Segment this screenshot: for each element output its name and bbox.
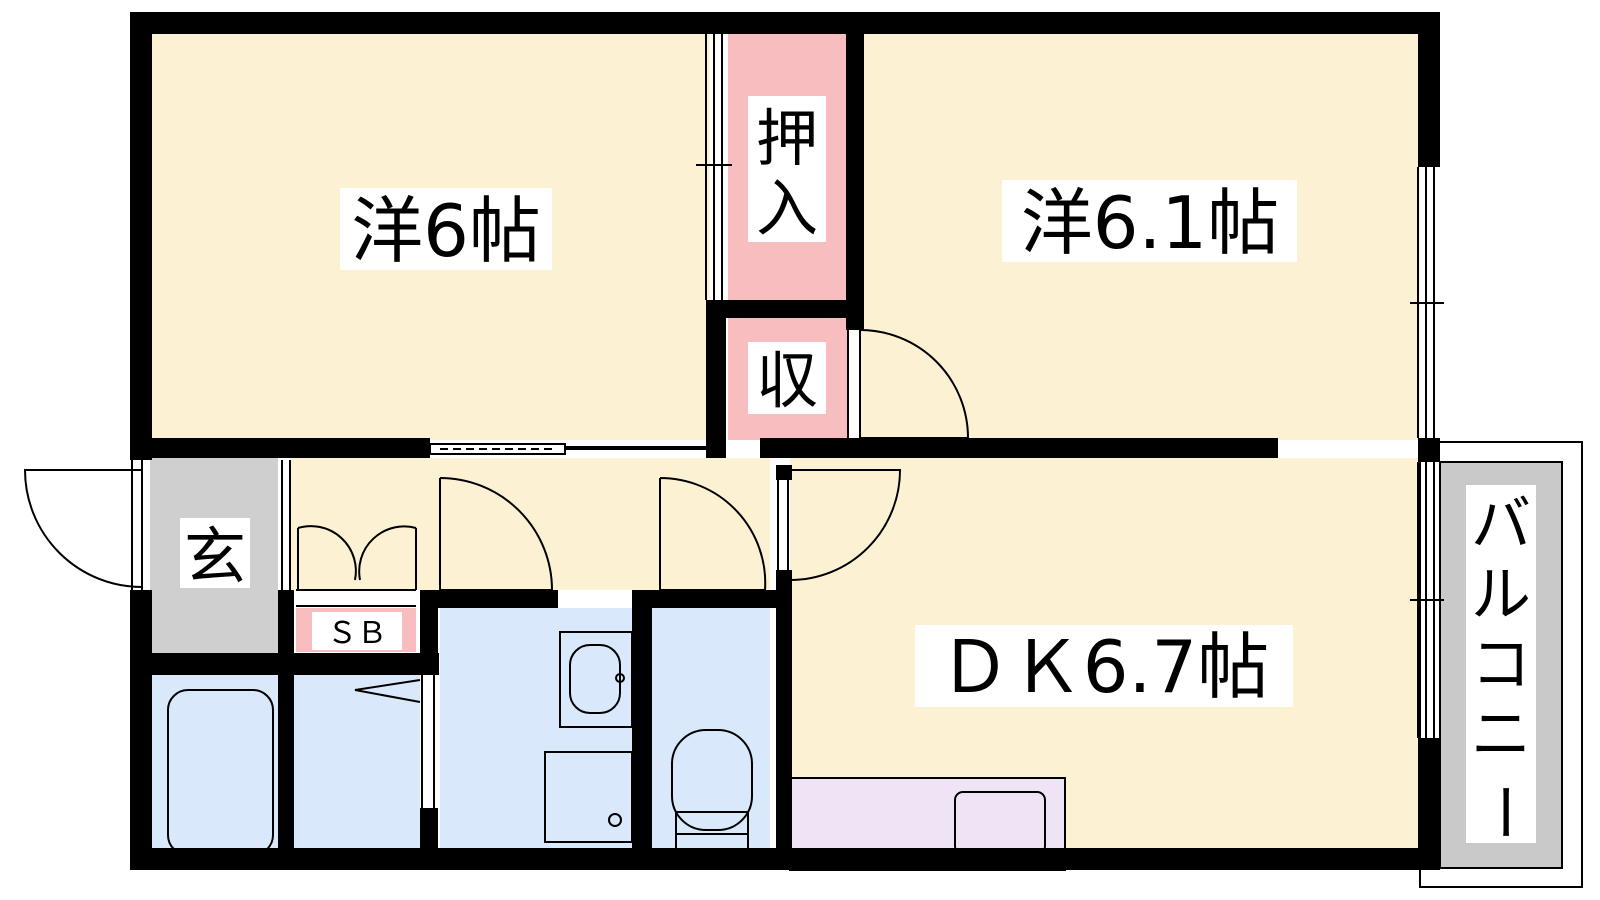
shoe-box-label-bg	[312, 612, 402, 650]
entrance-label-bg	[180, 518, 250, 588]
balcony-label-char-1: バ	[1471, 490, 1531, 560]
balcony-label-char-2: ル	[1471, 560, 1531, 630]
walls	[130, 12, 1440, 870]
dk-label-bg	[915, 625, 1293, 707]
balcony-label-char-5: ー	[1468, 782, 1538, 842]
storage-label-bg	[748, 342, 826, 414]
western-room-1-label-bg	[340, 188, 552, 270]
windows	[131, 34, 1444, 808]
western-room-2-label: 洋6.1帖	[1021, 181, 1280, 265]
bath-door-swing	[354, 679, 421, 703]
door-swings	[23, 329, 970, 607]
washbasin-drain	[615, 673, 625, 683]
toilet-floor	[652, 608, 770, 870]
washer-drain	[608, 813, 622, 827]
western-room-1-label: 洋6帖	[351, 189, 541, 273]
oshiire-label-bg	[748, 96, 826, 242]
washroom-floor	[440, 608, 632, 870]
balcony-label-char-3: コ	[1471, 630, 1531, 700]
shoe-box-label: ＳＢ	[327, 616, 387, 651]
washbasin-bowl	[569, 644, 621, 714]
dk-label: ＤＫ6.7帖	[939, 625, 1270, 709]
entrance-label: 玄	[184, 520, 246, 593]
balcony-label-bg	[1466, 485, 1536, 843]
oshiire-label-line2: 入	[756, 172, 818, 245]
balcony-label-char-4: ニ	[1471, 700, 1531, 770]
storage-label: 収	[756, 344, 818, 417]
western-room-2-label-bg	[1002, 180, 1297, 262]
toilet-bowl	[671, 729, 753, 831]
oshiire-label-line1: 押	[756, 102, 818, 175]
